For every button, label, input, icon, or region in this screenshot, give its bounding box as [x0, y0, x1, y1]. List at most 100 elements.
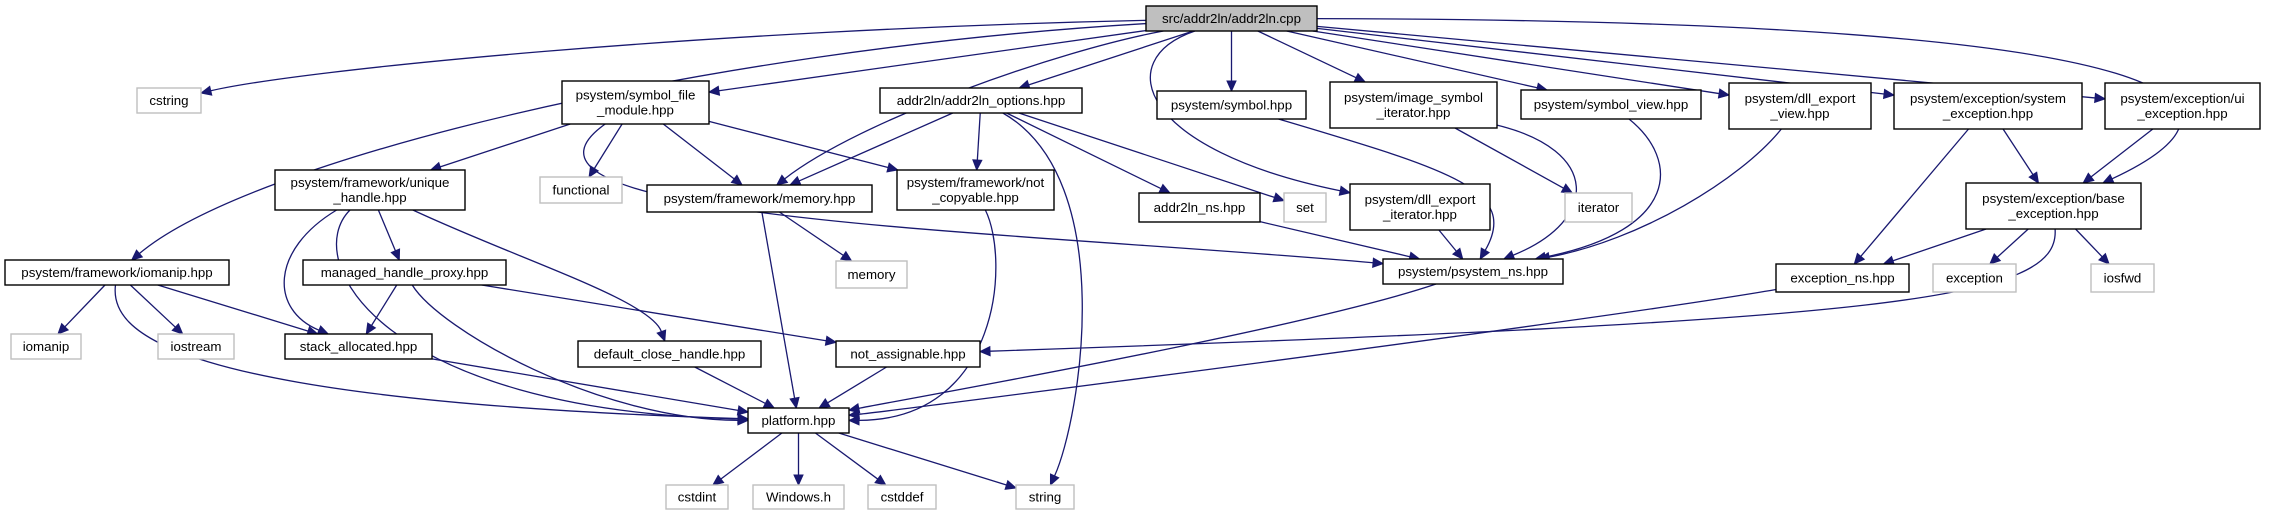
node-unique-handle[interactable]: psystem/framework/unique_handle.hpp — [274, 169, 466, 211]
node-default-close-handle[interactable]: default_close_handle.hpp — [577, 340, 762, 368]
edge-line — [1002, 112, 1083, 477]
node-box — [1893, 82, 2083, 130]
edge-line — [1438, 229, 1457, 252]
node-memory-hpp[interactable]: psystem/framework/memory.hpp — [646, 184, 873, 213]
edge-line — [370, 284, 398, 326]
edge-line — [720, 432, 783, 480]
edge-line — [377, 209, 397, 252]
node-label: psystem/symbol_file — [576, 88, 696, 103]
node-symbol-view[interactable]: psystem/symbol_view.hpp — [1520, 89, 1702, 120]
node-set: set — [1283, 192, 1327, 223]
arrowhead-icon — [978, 345, 991, 357]
node-box — [561, 80, 710, 125]
node-label: Windows.h — [766, 490, 831, 505]
node-box — [1382, 258, 1564, 285]
edge-line — [662, 123, 735, 180]
edge-line — [431, 358, 739, 411]
node-label: managed_handle_proxy.hpp — [321, 265, 489, 280]
edge-not_copyable-to-platform — [847, 209, 997, 426]
node-label: _exception.hpp — [2007, 206, 2098, 221]
edge-line — [1278, 118, 1495, 251]
edge-line — [838, 432, 1007, 486]
node-base-exception[interactable]: psystem/exception/base_exception.hpp — [1965, 182, 2142, 230]
node-addr2ln-ns[interactable]: addr2ln_ns.hpp — [1138, 192, 1261, 223]
arrowhead-icon — [886, 162, 899, 173]
edge-iomanip_hpp-to-stack_allocated — [157, 284, 319, 336]
node-label: _copyable.hpp — [931, 190, 1019, 205]
node-image-symbol-iterator[interactable]: psystem/image_symbol_iterator.hpp — [1329, 81, 1498, 129]
edge-addr2ln_options-to-set — [1018, 112, 1286, 203]
node-symbol[interactable]: psystem/symbol.hpp — [1156, 90, 1307, 120]
edge-system_exception-to-base_exception — [2002, 128, 2040, 185]
edge-unique_handle-to-managed_handle_proxy — [377, 209, 401, 262]
edge-line — [481, 284, 827, 342]
edge-line — [114, 284, 739, 420]
node-not-assignable[interactable]: not_assignable.hpp — [835, 340, 981, 368]
node-addr2ln-options[interactable]: addr2ln/addr2ln_options.hpp — [879, 87, 1083, 114]
node-box — [752, 484, 845, 510]
arrowhead-icon — [1717, 88, 1731, 99]
node-label: psystem/dll_export — [1365, 192, 1476, 207]
node-system-exception[interactable]: psystem/exception/system_exception.hpp — [1893, 82, 2083, 130]
node-symbol-file-module[interactable]: psystem/symbol_file_module.hpp — [561, 80, 710, 125]
arrowhead-icon — [847, 408, 860, 420]
node-box — [665, 484, 729, 510]
node-label: psystem/framework/unique — [291, 175, 450, 190]
node-box — [867, 484, 937, 510]
edge-root-to-iomanip_hpp — [130, 22, 1147, 261]
node-label: iterator — [1578, 200, 1620, 215]
node-label: string — [1029, 490, 1062, 505]
edge-line — [1545, 118, 1661, 258]
arrowhead-icon — [839, 250, 853, 262]
edge-image_symbol_iterator-to-psystem_ns — [1496, 124, 1578, 260]
node-label: psystem/exception/base — [1982, 191, 2125, 206]
edge-memory_hpp-to-memory — [779, 211, 853, 262]
arrowhead-icon — [824, 335, 838, 346]
node-label: psystem/image_symbol — [1344, 90, 1483, 105]
node-platform[interactable]: platform.hpp — [747, 407, 850, 434]
node-box — [1520, 89, 1702, 120]
node-iomanip-hpp[interactable]: psystem/framework/iomanip.hpp — [4, 259, 230, 286]
node-exception: exception — [1932, 263, 2017, 293]
edge-line — [858, 209, 997, 421]
edge-line — [593, 123, 623, 169]
node-ui-exception[interactable]: psystem/exception/ui_exception.hpp — [2104, 82, 2261, 130]
node-root[interactable]: src/addr2ln/addr2ln.cpp — [1145, 5, 1318, 32]
arrowhead-icon — [199, 85, 213, 96]
node-dll-export-iterator[interactable]: psystem/dll_export_iterator.hpp — [1349, 183, 1491, 231]
arrowhead-icon — [775, 174, 789, 186]
node-iosfwd: iosfwd — [2090, 263, 2155, 293]
arrowhead-icon — [972, 159, 983, 172]
node-label: psystem/exception/system — [1910, 91, 2066, 106]
arrowhead-icon — [316, 325, 330, 335]
node-label: cstdint — [678, 490, 717, 505]
node-box — [1564, 192, 1633, 223]
node-label: cstring — [149, 93, 188, 108]
node-dll-export-view[interactable]: psystem/dll_export_view.hpp — [1728, 82, 1872, 130]
node-label: memory — [847, 267, 895, 282]
arrowhead-icon — [1226, 80, 1237, 93]
edge-system_exception-to-exception_ns — [1853, 128, 1970, 265]
edge-line — [694, 366, 766, 404]
node-stack-allocated[interactable]: stack_allocated.hpp — [284, 333, 433, 360]
arrowhead-icon — [2028, 171, 2040, 185]
edge-line — [761, 211, 796, 399]
node-cstddef: cstddef — [867, 484, 937, 510]
edge-symbol_file_module-to-unique_handle — [429, 123, 571, 172]
arrowhead-icon — [1853, 252, 1866, 265]
node-exception-ns[interactable]: exception_ns.hpp — [1775, 263, 1910, 293]
node-box — [1145, 5, 1318, 32]
node-label: _module.hpp — [596, 103, 674, 118]
node-label: _handle.hpp — [332, 190, 406, 205]
node-label: iomanip — [23, 339, 70, 354]
edge-root-to-symbol_file_module — [707, 29, 1147, 96]
arrowhead-icon — [730, 174, 744, 186]
node-not-copyable[interactable]: psystem/framework/not_copyable.hpp — [896, 169, 1055, 211]
node-psystem-ns[interactable]: psystem/psystem_ns.hpp — [1382, 258, 1564, 285]
arrowhead-icon — [1158, 183, 1171, 194]
arrowhead-icon — [1451, 247, 1464, 260]
arrowhead-icon — [1502, 250, 1516, 260]
node-managed-handle-proxy[interactable]: managed_handle_proxy.hpp — [302, 259, 507, 286]
node-box — [1728, 82, 1872, 130]
edge-line — [798, 112, 954, 182]
